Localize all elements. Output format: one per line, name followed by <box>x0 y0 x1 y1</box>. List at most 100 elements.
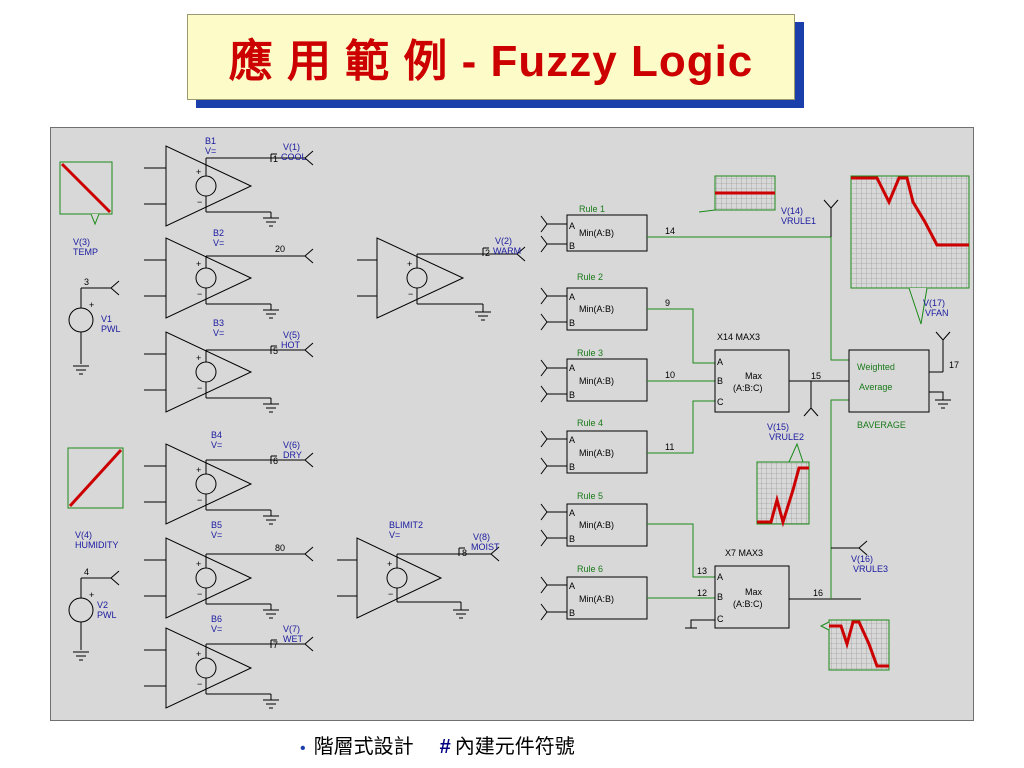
humidity-source-type: PWL <box>97 610 117 620</box>
temp-source-label: V1 <box>101 314 112 324</box>
svg-text:+: + <box>89 590 94 600</box>
schematic-svg: V(3) TEMP 3 + V1 PWL V(4) HUMIDITY 4 + V… <box>59 136 970 709</box>
hash-symbol: # <box>439 736 451 758</box>
rule-6-pin-a: A <box>569 581 575 591</box>
b3-eq: V= <box>213 328 224 338</box>
vrule3-sub: VRULE3 <box>853 564 888 574</box>
moist-probe: V(8) <box>473 532 490 542</box>
rule-3-pin-b: B <box>569 390 575 400</box>
weighted-box <box>848 349 930 413</box>
b5-eq: V= <box>211 530 222 540</box>
b1-node: 1 <box>273 154 278 164</box>
title-box: 應 用 範 例 - Fuzzy Logic <box>187 14 795 100</box>
comparator-b1: + − B1 V= 1 V(1) COOL <box>144 136 314 227</box>
page-title: 應 用 範 例 - Fuzzy Logic <box>228 37 754 86</box>
footer-hash-text: 內建元件符號 <box>454 734 575 758</box>
b5-node: 80 <box>275 543 285 553</box>
b3-id: B3 <box>213 318 224 328</box>
b4-probe-sub: DRY <box>283 450 302 460</box>
b6-eq: V= <box>211 624 222 634</box>
b6-id: B6 <box>211 614 222 624</box>
probe-vrule3: V(16) VRULE3 <box>819 554 890 671</box>
rule-5-label: Rule 5 <box>577 491 603 501</box>
max-block-x14: X14 MAX3 A B C Max (A:B:C) 15 <box>714 332 849 417</box>
b2-id: B2 <box>213 228 224 238</box>
b6-probe: V(7) <box>283 624 300 634</box>
x14-id: X14 MAX3 <box>717 332 760 342</box>
svg-text:+: + <box>196 559 201 569</box>
rule-4-fn: Min(A:B) <box>579 448 614 458</box>
max-block-x7: X7 MAX3 A B C Max (A:B:C) 16 <box>685 548 861 629</box>
rule-5: Rule 5 A B Min(A:B) 13 <box>540 491 715 578</box>
warm-probe-sub: WARM <box>493 246 521 256</box>
moist-probe-sub: MOIST <box>471 542 500 552</box>
weighted-line2: Average <box>859 382 892 392</box>
vrule2-sub: VRULE2 <box>769 432 804 442</box>
footer-bullet-text: 階層式設計 <box>313 734 414 758</box>
comparator-b3: + − B3 V= 5 V(5) HOT <box>144 318 314 413</box>
rule-5-box <box>566 503 648 547</box>
b4-id: B4 <box>211 430 222 440</box>
probe-vfan: V(17) VFAN <box>850 175 970 325</box>
rule-3-fn: Min(A:B) <box>579 376 614 386</box>
rule-6-label: Rule 6 <box>577 564 603 574</box>
rule-1-node: 14 <box>665 226 675 236</box>
b3-probe-sub: HOT <box>281 340 301 350</box>
x7-fn2: (A:B:C) <box>733 599 763 609</box>
svg-text:+: + <box>89 300 94 310</box>
temp-probe-sub: TEMP <box>73 247 98 257</box>
rule-4-pin-a: A <box>569 435 575 445</box>
svg-text:−: − <box>388 589 393 599</box>
x14-pin-a: A <box>717 357 723 367</box>
rule-6-pin-b: B <box>569 608 575 618</box>
comparator-b6: + − B6 V= 7 V(7) WET <box>144 614 314 709</box>
footer-note: •階層式設計#內建元件符號 <box>300 730 575 759</box>
x7-node: 16 <box>813 588 823 598</box>
rule-6-node: 12 <box>697 588 707 598</box>
b6-probe-sub: WET <box>283 634 303 644</box>
x14-fn2: (A:B:C) <box>733 383 763 393</box>
humidity-probe-name: V(4) <box>75 530 92 540</box>
x7-pin-a: A <box>717 572 723 582</box>
probe-vrule2: V(15) VRULE2 <box>756 422 810 528</box>
rule-6: Rule 6 A B Min(A:B) 12 <box>540 564 715 621</box>
svg-text:−: − <box>197 679 202 689</box>
humidity-node: 4 <box>84 567 89 577</box>
b1-id: B1 <box>205 136 216 146</box>
b4-probe: V(6) <box>283 440 300 450</box>
x14-box <box>714 349 790 413</box>
comparator-warm: + − 2 V(2) WARM <box>357 236 526 321</box>
humidity-source: V(4) HUMIDITY 4 + V2 PWL <box>67 447 124 661</box>
rule-5-node: 13 <box>697 566 707 576</box>
humidity-probe-sub: HUMIDITY <box>75 540 119 550</box>
svg-text:+: + <box>196 259 201 269</box>
weighted-average-block: Weighted Average BAVERAGE 17 <box>830 237 959 556</box>
x7-fn1: Max <box>745 587 763 597</box>
svg-text:+: + <box>407 259 412 269</box>
svg-text:+: + <box>387 559 392 569</box>
temp-source-type: PWL <box>101 324 121 334</box>
rule-1-box <box>566 214 648 252</box>
rule-2-label: Rule 2 <box>577 272 603 282</box>
weighted-node: 17 <box>949 360 959 370</box>
rule-4-pin-b: B <box>569 462 575 472</box>
rule-2-node: 9 <box>665 298 670 308</box>
b2-eq: V= <box>213 238 224 248</box>
rule-1-pin-a: A <box>569 221 575 231</box>
vrule3-name: V(16) <box>851 554 873 564</box>
comparator-b2: + − B2 V= 20 <box>144 228 314 319</box>
rule-3-node: 10 <box>665 370 675 380</box>
b1-probe-sub: COOL <box>281 152 307 162</box>
rule-1-pin-b: B <box>569 241 575 251</box>
temp-source: V(3) TEMP 3 + V1 PWL <box>59 161 121 375</box>
rule-3-box <box>566 358 648 402</box>
rule-2-fn: Min(A:B) <box>579 304 614 314</box>
rule-5-pin-b: B <box>569 534 575 544</box>
svg-text:+: + <box>196 649 201 659</box>
rule-2-box <box>566 287 648 331</box>
vfan-sub: VFAN <box>925 308 949 318</box>
vrule1-name: V(14) <box>781 206 803 216</box>
b1-probe: V(1) <box>283 142 300 152</box>
vrule2-plot <box>756 461 810 525</box>
b5-id: B5 <box>211 520 222 530</box>
